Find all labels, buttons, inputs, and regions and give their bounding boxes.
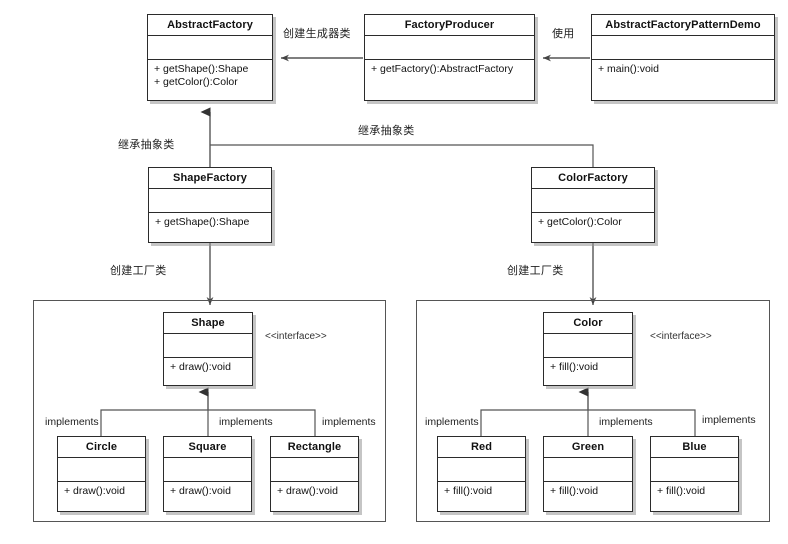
class-shape[interactable]: Shape + draw():void (163, 312, 253, 386)
operation: + getColor():Color (154, 76, 238, 88)
class-operations: + getShape():Shape (149, 213, 271, 233)
class-operations: + fill():void (544, 482, 632, 502)
operation: + draw():void (170, 485, 231, 497)
edge-label-uses: 使用 (552, 28, 575, 40)
class-operations: + getColor():Color (532, 213, 654, 233)
operation: + getShape():Shape (155, 216, 250, 228)
class-rectangle[interactable]: Rectangle + draw():void (270, 436, 359, 512)
operation: + fill():void (550, 485, 599, 497)
operation: + getShape():Shape (154, 63, 249, 75)
class-square[interactable]: Square + draw():void (163, 436, 252, 512)
operation: + draw():void (277, 485, 338, 497)
class-operations: + fill():void (438, 482, 525, 502)
class-name: Green (544, 437, 632, 458)
class-attributes (438, 458, 525, 482)
operation: + draw():void (64, 485, 125, 497)
edge-label-create-factory-left: 创建工厂类 (110, 265, 167, 277)
class-operations: + getShape():Shape + getColor():Color (148, 60, 272, 93)
class-operations: + getFactory():AbstractFactory (365, 60, 534, 80)
edge-colorfactory-to-abstractfactory (210, 144, 594, 167)
class-factory-producer[interactable]: FactoryProducer + getFactory():AbstractF… (364, 14, 535, 101)
class-attributes (58, 458, 145, 482)
edge-label-implements-rectangle: implements (322, 416, 376, 428)
class-name: FactoryProducer (365, 15, 534, 36)
class-attributes (544, 334, 632, 358)
class-attributes (544, 458, 632, 482)
class-attributes (164, 458, 251, 482)
operation: + fill():void (657, 485, 706, 497)
class-operations: + draw():void (164, 358, 252, 378)
class-name: Shape (164, 313, 252, 334)
class-operations: + fill():void (544, 358, 632, 378)
class-name: ShapeFactory (149, 168, 271, 189)
class-name: Blue (651, 437, 738, 458)
class-name: ColorFactory (532, 168, 654, 189)
class-operations: + main():void (592, 60, 774, 80)
class-name: AbstractFactory (148, 15, 272, 36)
class-operations: + draw():void (271, 482, 358, 502)
class-name: AbstractFactoryPatternDemo (592, 15, 774, 36)
class-color-factory[interactable]: ColorFactory + getColor():Color (531, 167, 655, 243)
edge-label-extends-abstract-left: 继承抽象类 (118, 139, 175, 151)
class-attributes (651, 458, 738, 482)
class-red[interactable]: Red + fill():void (437, 436, 526, 512)
operation: + fill():void (444, 485, 493, 497)
class-name: Square (164, 437, 251, 458)
operation: + getFactory():AbstractFactory (371, 63, 514, 75)
class-color[interactable]: Color + fill():void (543, 312, 633, 386)
operation: + main():void (598, 63, 659, 75)
class-abstract-factory[interactable]: AbstractFactory + getShape():Shape + get… (147, 14, 273, 101)
edge-label-create-factory-right: 创建工厂类 (507, 265, 564, 277)
class-attributes (148, 36, 272, 60)
stereotype-interface-shape: <<interface>> (265, 331, 327, 342)
class-blue[interactable]: Blue + fill():void (650, 436, 739, 512)
class-attributes (149, 189, 271, 213)
class-operations: + draw():void (58, 482, 145, 502)
edge-label-implements-green: implements (599, 416, 653, 428)
class-name: Rectangle (271, 437, 358, 458)
class-attributes (164, 334, 252, 358)
class-name: Red (438, 437, 525, 458)
edge-label-implements-blue: implements (702, 414, 756, 426)
class-abstract-factory-pattern-demo[interactable]: AbstractFactoryPatternDemo + main():void (591, 14, 775, 101)
class-name: Color (544, 313, 632, 334)
class-shape-factory[interactable]: ShapeFactory + getShape():Shape (148, 167, 272, 243)
class-attributes (532, 189, 654, 213)
class-circle[interactable]: Circle + draw():void (57, 436, 146, 512)
edge-label-create-builder: 创建生成器类 (283, 28, 351, 40)
operation: + fill():void (550, 361, 599, 373)
class-name: Circle (58, 437, 145, 458)
class-operations: + draw():void (164, 482, 251, 502)
edge-label-implements-square: implements (219, 416, 273, 428)
edge-label-implements-circle: implements (45, 416, 99, 428)
class-attributes (592, 36, 774, 60)
operation: + getColor():Color (538, 216, 622, 228)
class-attributes (271, 458, 358, 482)
stereotype-interface-color: <<interface>> (650, 331, 712, 342)
edge-label-implements-red: implements (425, 416, 479, 428)
class-green[interactable]: Green + fill():void (543, 436, 633, 512)
class-operations: + fill():void (651, 482, 738, 502)
class-attributes (365, 36, 534, 60)
operation: + draw():void (170, 361, 231, 373)
edge-label-extends-abstract-right: 继承抽象类 (358, 125, 415, 137)
